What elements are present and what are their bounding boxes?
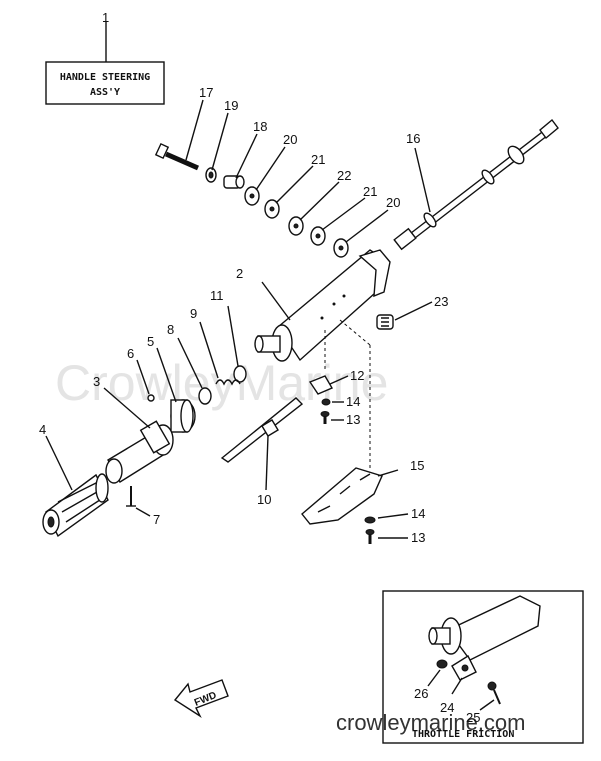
callout-10: 10 xyxy=(257,492,271,507)
part-16-throttle-rod xyxy=(393,118,559,251)
callout-21-a: 21 xyxy=(311,152,325,167)
part-3-grip-tube xyxy=(103,387,174,484)
part-9-spring xyxy=(199,321,241,386)
part-7-screw xyxy=(126,486,151,517)
callout-20-b: 20 xyxy=(386,195,400,210)
part-23-nut xyxy=(376,301,433,330)
callout-12: 12 xyxy=(350,368,364,383)
callout-9: 9 xyxy=(190,306,197,321)
part-20-washer-a xyxy=(244,146,286,206)
callout-25: 25 xyxy=(466,710,480,725)
callout-16: 16 xyxy=(406,131,420,146)
title-box: HANDLE STEERING ASS'Y xyxy=(45,22,165,105)
callout-15: 15 xyxy=(410,458,424,473)
callout-24: 24 xyxy=(440,700,454,715)
callout-3: 3 xyxy=(93,374,100,389)
callout-26: 26 xyxy=(414,686,428,701)
callout-13-b: 13 xyxy=(411,530,425,545)
callout-14-b: 14 xyxy=(411,506,425,521)
callout-17: 17 xyxy=(199,85,213,100)
callout-4: 4 xyxy=(39,422,46,437)
part-2-handle-arm xyxy=(254,249,391,470)
part-12-clip xyxy=(308,375,349,395)
callout-13-a: 13 xyxy=(346,412,360,427)
callout-20-a: 20 xyxy=(283,132,297,147)
part-15-bracket xyxy=(301,467,399,525)
title-line-1: HANDLE STEERING xyxy=(60,72,150,83)
part-4-grip xyxy=(42,435,109,538)
part-17-bolt xyxy=(154,99,204,171)
part-11-spring-seat xyxy=(227,305,247,383)
part-6-pin xyxy=(136,359,155,402)
part-20-washer-b xyxy=(333,209,389,258)
callout-23: 23 xyxy=(434,294,448,309)
callout-21-b: 21 xyxy=(363,184,377,199)
callout-19: 19 xyxy=(224,98,238,113)
part-5-ring xyxy=(156,347,196,433)
callout-11: 11 xyxy=(210,288,224,303)
title-line-2: ASS'Y xyxy=(90,87,120,98)
part-13-bolt-a xyxy=(320,411,344,424)
part-19-washer xyxy=(205,112,229,183)
part-8-washer xyxy=(177,337,212,405)
part-21-washer-a xyxy=(264,165,314,219)
part-21-washer-b xyxy=(310,197,366,246)
callout-14-a: 14 xyxy=(346,394,360,409)
callout-7: 7 xyxy=(153,512,160,527)
part-18-collar xyxy=(223,133,258,189)
throttle-friction-inset: THROTTLE FRICTION xyxy=(382,590,584,744)
callout-22: 22 xyxy=(337,168,351,183)
footer-url: crowleymarine.com xyxy=(336,710,526,735)
part-10-link-rod xyxy=(220,397,304,491)
callout-6: 6 xyxy=(127,346,134,361)
callout-2: 2 xyxy=(236,266,243,281)
callout-1: 1 xyxy=(102,10,109,25)
callout-18: 18 xyxy=(253,119,267,134)
part-22-washer xyxy=(288,181,340,236)
part-14-washer-a xyxy=(321,398,344,406)
fwd-arrow-icon: FWD xyxy=(173,679,229,718)
inset-label: THROTTLE FRICTION xyxy=(412,729,514,740)
part-13-bolt-b xyxy=(365,529,408,544)
callout-8: 8 xyxy=(167,322,174,337)
callout-5: 5 xyxy=(147,334,154,349)
part-14-washer-b xyxy=(364,513,409,524)
